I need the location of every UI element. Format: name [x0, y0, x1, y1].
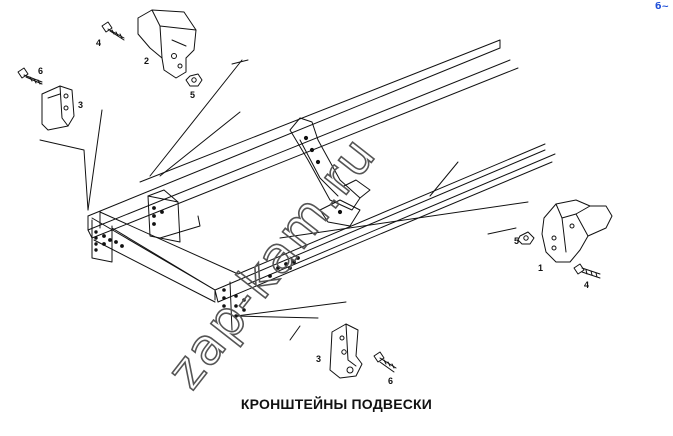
diagram-caption: КРОНШТЕЙНЫ ПОДВЕСКИ	[240, 396, 433, 412]
bracket-part-3-left	[41, 85, 75, 131]
nut-part-5-top	[185, 73, 203, 87]
callout-right-bracket: 1	[538, 263, 543, 273]
frame-inner-bracket-left	[147, 189, 201, 243]
middle-crossmember	[289, 117, 371, 227]
bolt-part-4-right	[573, 263, 601, 279]
corner-mark: б~	[655, 2, 669, 12]
front-right-corner	[214, 281, 246, 331]
bracket-part-1	[541, 199, 613, 263]
front-crossmember	[91, 211, 239, 303]
callout-bottom-bolt: 6	[388, 376, 393, 386]
leader-lines	[39, 59, 529, 341]
bolt-part-6-bottom	[373, 351, 397, 373]
frame-right-rail	[214, 143, 556, 303]
bolt-part-4-top	[101, 21, 125, 41]
callout-top-nut: 5	[190, 90, 195, 100]
callout-top-bolt: 4	[96, 38, 101, 48]
callout-left-bolt: 6	[38, 66, 43, 76]
callout-left-bracket: 3	[78, 100, 83, 110]
front-plate-holes	[94, 230, 124, 252]
nut-part-5-right	[517, 231, 535, 245]
frame-left-rail	[87, 39, 519, 239]
bolt-part-6-left	[17, 67, 43, 85]
callout-right-bolt: 4	[584, 280, 589, 290]
callout-right-nut: 5	[514, 236, 519, 246]
bracket-part-2	[137, 9, 197, 79]
callout-top-bracket: 2	[144, 56, 149, 66]
bracket-part-3-bottom	[329, 323, 363, 379]
right-rail-holes	[268, 256, 300, 278]
callout-bottom-bracket: 3	[316, 354, 321, 364]
